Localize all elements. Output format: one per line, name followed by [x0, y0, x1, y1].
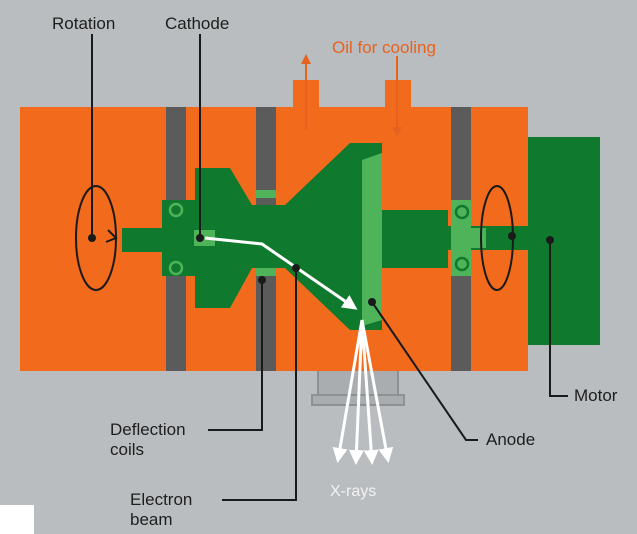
right-shaft-collar [466, 228, 486, 248]
x-ray-arrows [332, 319, 394, 465]
oil-cooling-label: Oil for cooling [332, 38, 436, 57]
motor-label: Motor [574, 386, 618, 405]
rotation-label: Rotation [52, 14, 116, 33]
anode-face [362, 153, 382, 326]
bearing-ring [168, 202, 184, 218]
cathode-label: Cathode [165, 14, 230, 33]
corner-notch [0, 505, 34, 534]
bearing-ring [168, 260, 184, 276]
left-bearing-block [162, 200, 194, 276]
coil-gap-bottom [256, 268, 276, 276]
electron-beam-arrow [204, 236, 358, 310]
right-bearing-block [451, 200, 471, 276]
bearing-ring [454, 204, 470, 220]
coil-gap-top [256, 190, 276, 198]
bearing-ring [454, 256, 470, 272]
motor-block [528, 137, 600, 345]
x-rays-label: X-rays [330, 483, 377, 500]
anode-label: Anode [486, 430, 536, 449]
leader-lines [91, 34, 568, 501]
electron-beam-label: Electron beam [130, 490, 193, 529]
leader-dots [88, 232, 554, 306]
rotation-arrowhead [105, 229, 118, 243]
vacuum-chamber [122, 143, 528, 330]
deflection-coils-label: Deflection coils [110, 420, 186, 459]
